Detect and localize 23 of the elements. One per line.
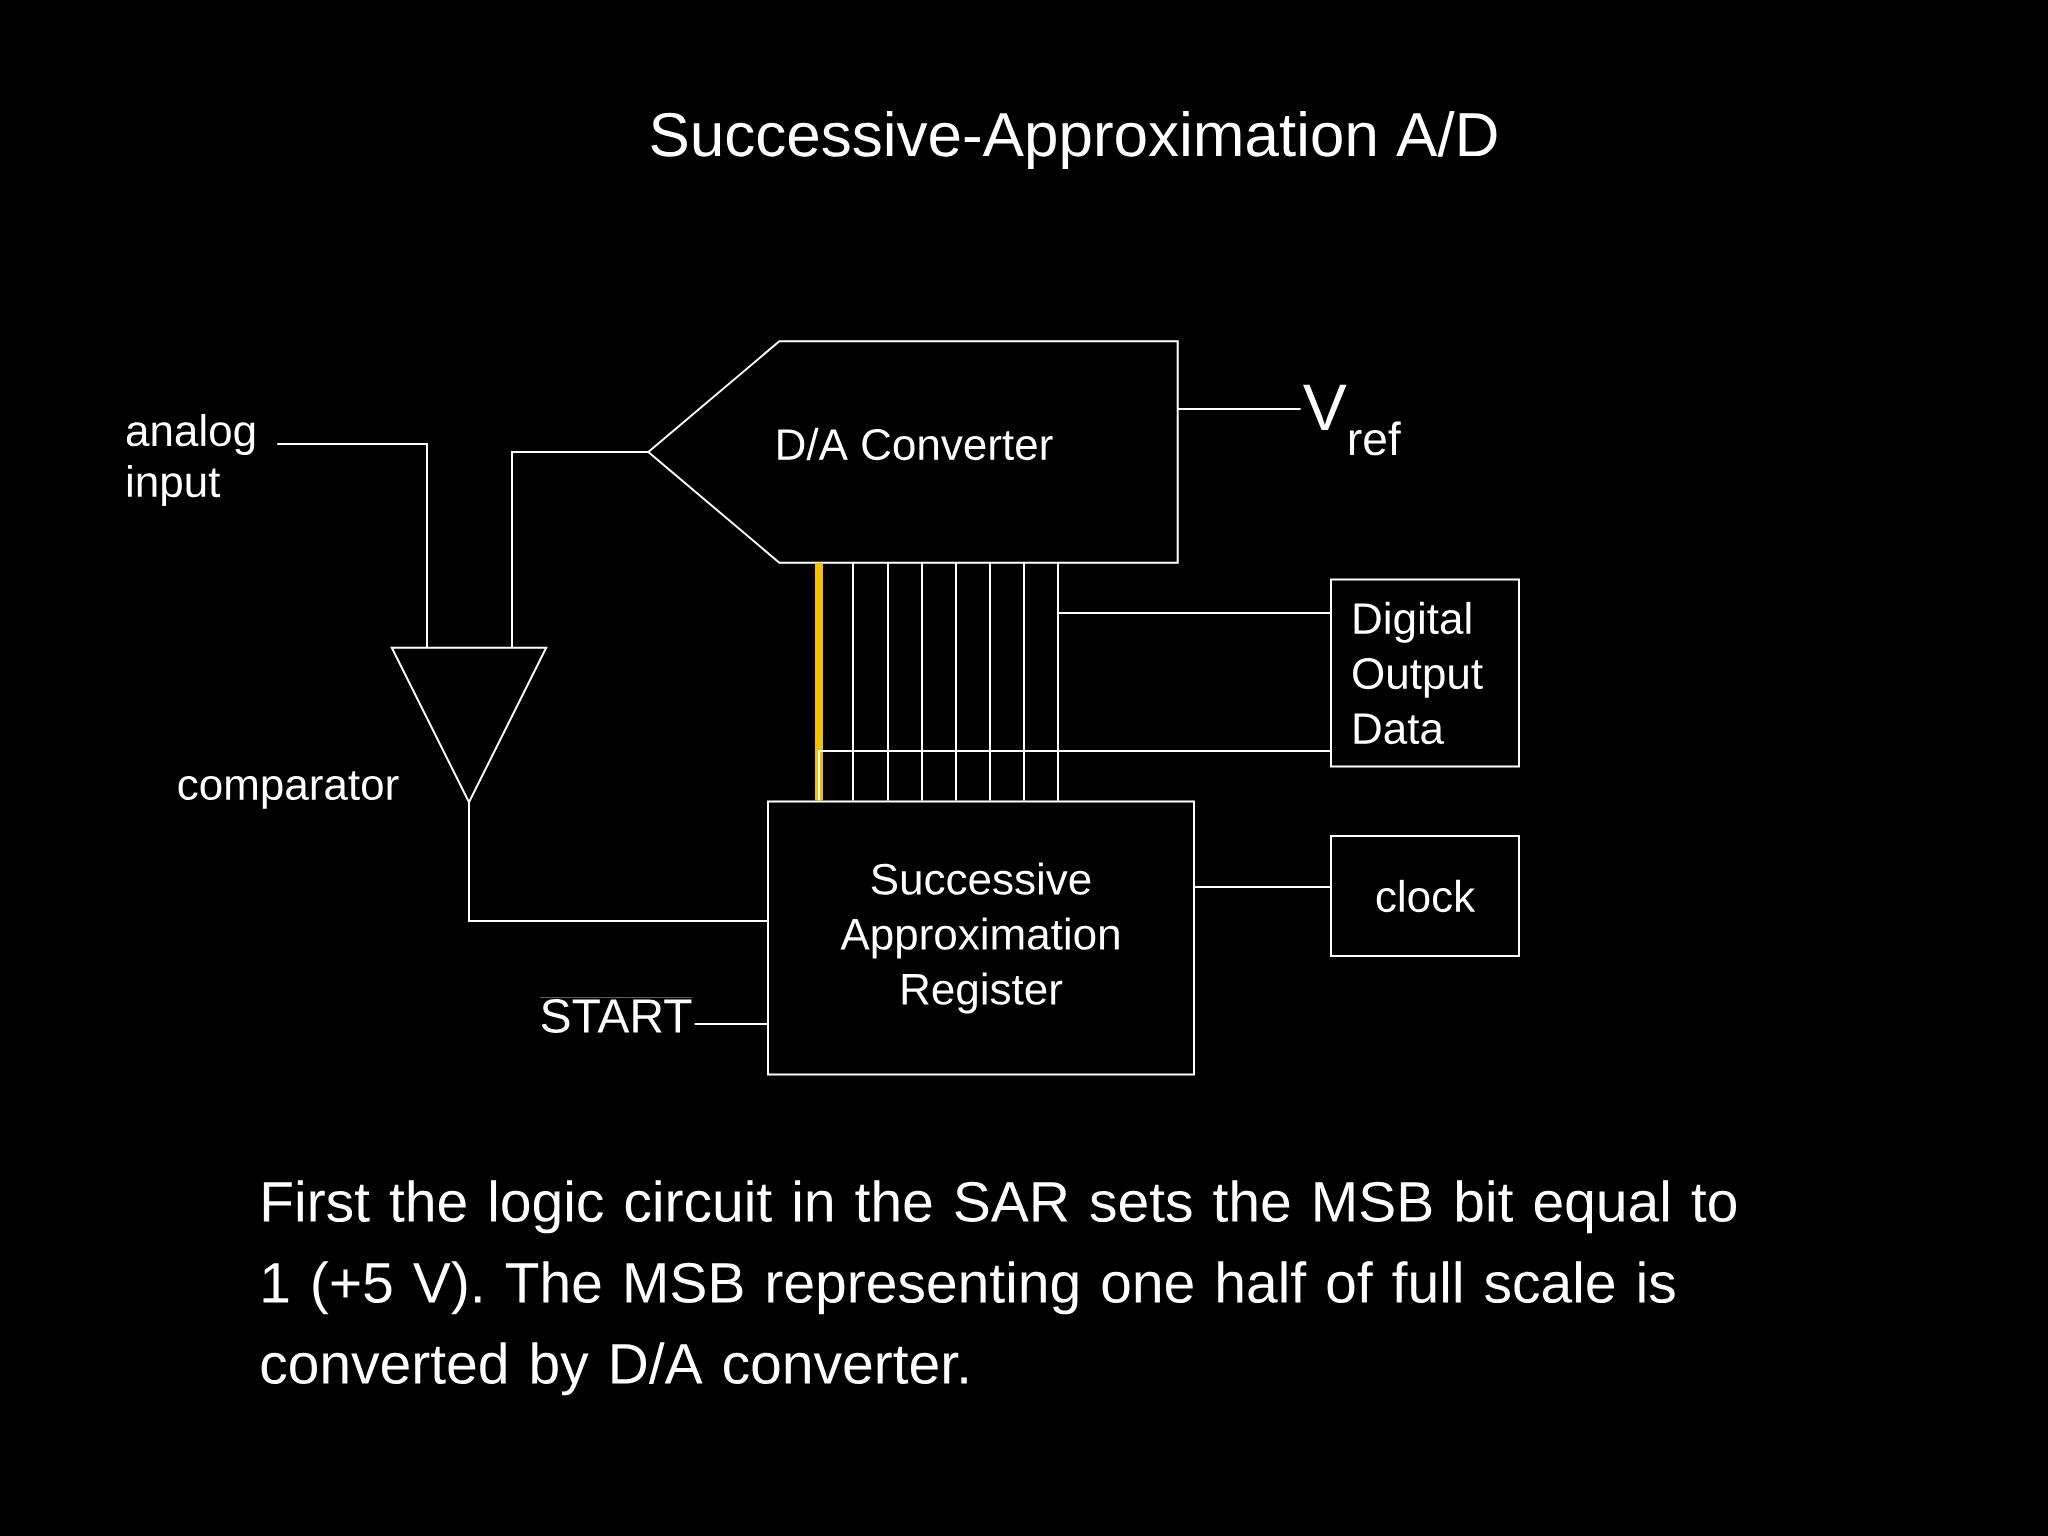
wire <box>818 750 1331 802</box>
title: Successive-Approximation A/D <box>651 111 1497 169</box>
clock-box: clock <box>1330 835 1520 957</box>
wire <box>276 443 428 649</box>
wire <box>1023 561 1025 802</box>
wire <box>511 451 650 649</box>
wire <box>1176 408 1302 410</box>
wire <box>955 561 957 802</box>
wire <box>1057 612 1331 802</box>
register-box: Successive Approximation Register <box>767 800 1195 1076</box>
wire <box>693 1023 768 1025</box>
wire <box>468 801 768 922</box>
caption: First the logic circuit in the SAR sets the MSB bit equal to 1 (+5 V). The MSB representing one half of full scale is converted by D/A converter. <box>261 1180 1736 1396</box>
output-box: Digital Output Data <box>1330 578 1520 768</box>
comparator-label: comparator <box>178 771 399 809</box>
wire <box>989 561 991 802</box>
wire <box>887 561 889 802</box>
wire <box>852 561 854 802</box>
reference-label: V$_{ref}$ <box>1303 384 1401 456</box>
wire <box>1194 886 1331 888</box>
input-label: analog input <box>126 414 255 506</box>
wire <box>921 561 923 802</box>
start-signal-label: START <box>539 997 693 1033</box>
